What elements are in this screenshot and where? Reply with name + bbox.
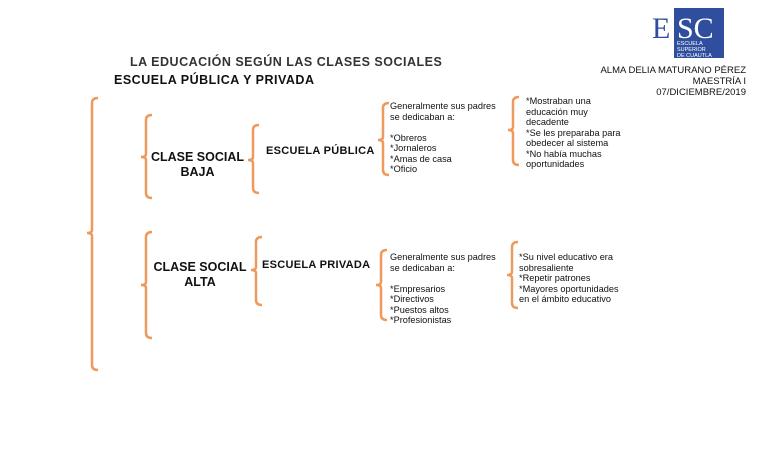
bracket-6 xyxy=(250,235,263,307)
svg-text:SC: SC xyxy=(677,12,714,45)
svg-text:E: E xyxy=(652,12,670,45)
bracket-1 xyxy=(140,113,153,200)
parents-alta: Generalmente sus padres se dedicaban a: … xyxy=(390,252,496,325)
bracket-7 xyxy=(375,248,388,322)
svg-text:DE CUAUTLA: DE CUAUTLA xyxy=(677,53,712,58)
bracket-2 xyxy=(247,123,260,195)
node-clase-baja: CLASE SOCIAL BAJA xyxy=(150,150,245,179)
parents-baja: Generalmente sus padres se dedicaban a: … xyxy=(390,101,496,174)
svg-text:ESCUELA: ESCUELA xyxy=(677,41,703,47)
bracket-0 xyxy=(86,96,99,372)
node-clase-alta: CLASE SOCIAL ALTA xyxy=(153,260,247,289)
program: MAESTRÍA I xyxy=(692,76,746,87)
author-name: ALMA DELIA MATURANO PÉREZ xyxy=(600,65,746,76)
page-title: ESCUELA PÚBLICA Y PRIVADA xyxy=(114,73,315,87)
bracket-8 xyxy=(506,240,519,310)
traits-alta: *Su nivel educativo era sobresaliente *R… xyxy=(519,252,619,304)
traits-baja: *Mostraban una educación muy decadente *… xyxy=(526,96,621,169)
bracket-3 xyxy=(377,101,390,177)
node-escuela-publica: ESCUELA PÚBLICA xyxy=(266,145,375,157)
svg-text:SUPERIOR: SUPERIOR xyxy=(677,47,706,53)
node-escuela-privada: ESCUELA PRIVADA xyxy=(262,259,371,271)
overlapping-title: LA EDUCACIÓN SEGÚN LAS CLASES SOCIALES xyxy=(130,55,443,69)
esc-logo: E SC ESCUELA SUPERIOR DE CUAUTLA xyxy=(652,8,724,58)
bracket-4 xyxy=(507,95,520,167)
date: 07/DICIEMBRE/2019 xyxy=(656,87,746,98)
bracket-5 xyxy=(140,230,153,340)
